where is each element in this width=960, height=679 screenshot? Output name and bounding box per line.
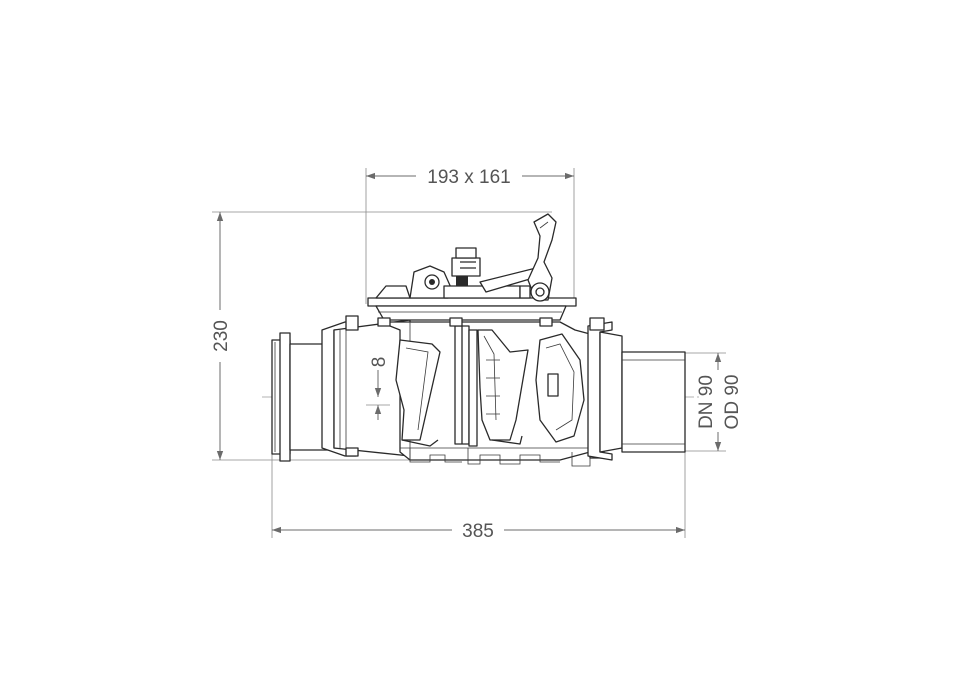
dimension-top-width: 193 x 161 <box>427 167 510 188</box>
extension-lines <box>212 168 726 538</box>
dimension-nominal-diameter: DN 90 <box>696 375 717 429</box>
dimension-outer-diameter: OD 90 <box>722 375 743 430</box>
dimension-total-height: 230 <box>211 320 232 352</box>
dimension-total-length: 385 <box>462 521 494 542</box>
dimension-offset: 8 <box>369 357 390 368</box>
backwater-valve-body <box>262 213 700 467</box>
dimension-lines <box>216 172 722 534</box>
